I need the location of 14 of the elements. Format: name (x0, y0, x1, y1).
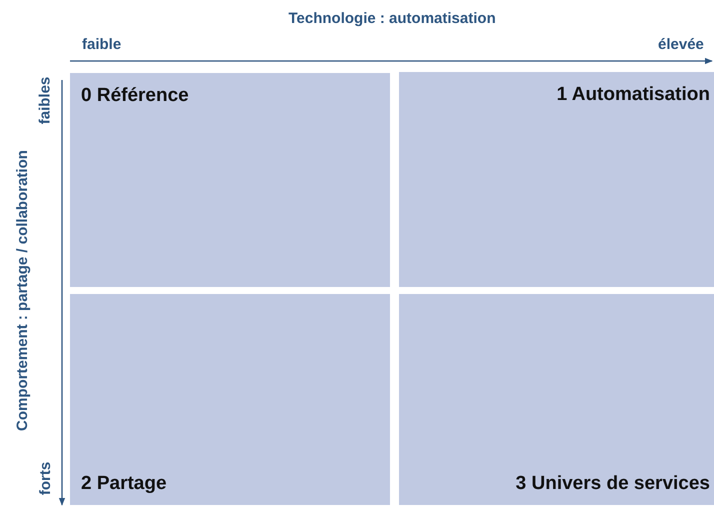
axis-title: Comportement : partage / collaboration (13, 150, 30, 430)
quadrant-box (70, 73, 390, 287)
axis-label: forts (36, 461, 54, 495)
quadrant-box (70, 294, 390, 505)
axis-label: faibles (36, 76, 54, 124)
quadrant-label: 3 Univers de services (516, 473, 710, 495)
quadrant-label: 2 Partage (81, 473, 167, 495)
quadrant-box (399, 294, 714, 505)
quadrant-label: 1 Automatisation (556, 84, 710, 106)
axis-label: élevée (658, 36, 704, 52)
quadrant-label: 0 Référence (81, 85, 189, 107)
quadrant-box (399, 72, 714, 287)
axis-label: faible (82, 36, 122, 52)
axis-title: Technologie : automatisation (288, 10, 496, 26)
